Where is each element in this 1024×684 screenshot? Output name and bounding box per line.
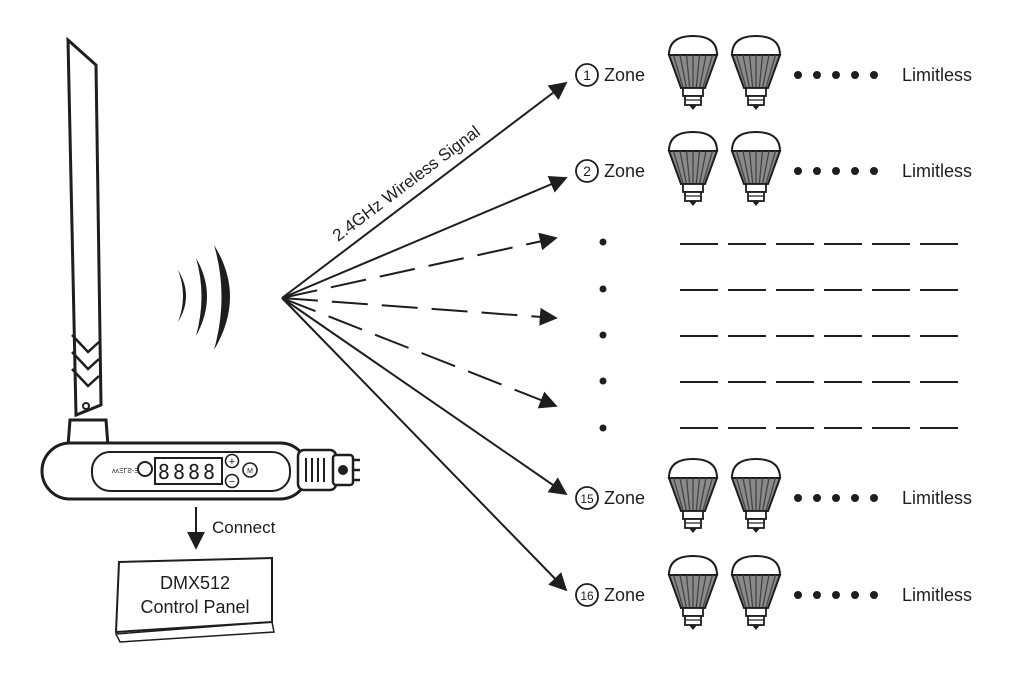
light-bulb-icon <box>667 130 719 206</box>
device-button-icon <box>137 461 153 477</box>
connect-label: Connect <box>212 518 276 537</box>
ray-zone-15 <box>281 297 568 496</box>
signal-rays <box>281 81 568 592</box>
ray-dashed-2 <box>281 297 558 326</box>
mode-button-label: M <box>247 468 253 475</box>
wireless-signal-icon <box>178 245 230 350</box>
zone-label: Zone <box>604 488 645 508</box>
zone-limit-label: Limitless <box>902 488 972 508</box>
light-bulb-icon <box>667 554 719 630</box>
zone-number: 16 <box>580 589 594 603</box>
zone-number: 1 <box>583 67 591 83</box>
light-bulb-icon <box>730 554 782 630</box>
light-bulb-icon <box>730 130 782 206</box>
zone-number-badge <box>575 63 599 87</box>
zone-limit-label: Limitless <box>902 65 972 85</box>
light-bulb-icon <box>667 457 719 533</box>
zone-row: 16 Zone Limitless <box>575 554 972 630</box>
plus-button-label: + <box>229 456 235 468</box>
ray-zone-1 <box>281 81 568 299</box>
zone-row: 2 Zone Limitless <box>575 130 972 206</box>
dmx-wireless-transmitter: ᴧᴧΞΓƧ-ΞΓ 8888 + − M <box>40 441 360 501</box>
ray-dashed-1 <box>281 232 558 299</box>
device-display-digits: 8888 <box>158 460 218 484</box>
zone-number-badge <box>575 159 599 183</box>
minus-button-icon <box>224 473 240 489</box>
zone-number: 2 <box>583 163 591 179</box>
light-bulb-icon <box>667 34 719 110</box>
light-bulb-icon <box>730 457 782 533</box>
zone-limit-label: Limitless <box>902 585 972 605</box>
zone-number-badge <box>575 486 599 510</box>
panel-line1: DMX512 <box>160 573 230 593</box>
zone-label: Zone <box>604 585 645 605</box>
zone-label: Zone <box>604 65 645 85</box>
zone-row: 15 Zone Limitless <box>575 457 972 533</box>
more-bulbs-dots <box>794 591 878 599</box>
dmx512-control-panel: DMX512 Control Panel <box>114 556 275 643</box>
more-bulbs-dots <box>794 167 878 175</box>
signal-label: 2.4GHz Wireless Signal <box>329 122 484 245</box>
light-bulb-icon <box>730 34 782 110</box>
ray-zone-2 <box>281 176 568 299</box>
ray-zone-16 <box>281 297 568 592</box>
antenna <box>66 36 110 448</box>
minus-button-label: − <box>229 476 235 488</box>
zone-label: Zone <box>604 161 645 181</box>
omitted-zones-dots <box>599 238 607 432</box>
zone-number: 15 <box>580 492 594 506</box>
panel-line2: Control Panel <box>140 597 249 617</box>
mode-button-icon <box>242 462 258 478</box>
more-bulbs-dots <box>794 494 878 502</box>
device-display <box>154 457 223 485</box>
more-bulbs-dots <box>794 71 878 79</box>
device-brand-text: ᴧᴧΞΓƧ-ΞΓ <box>112 468 143 475</box>
zone-number-badge <box>575 583 599 607</box>
plus-button-icon <box>224 453 240 469</box>
omitted-zones-lines <box>680 243 966 429</box>
zone-row: 1 Zone Limitless <box>575 34 972 110</box>
zone-limit-label: Limitless <box>902 161 972 181</box>
